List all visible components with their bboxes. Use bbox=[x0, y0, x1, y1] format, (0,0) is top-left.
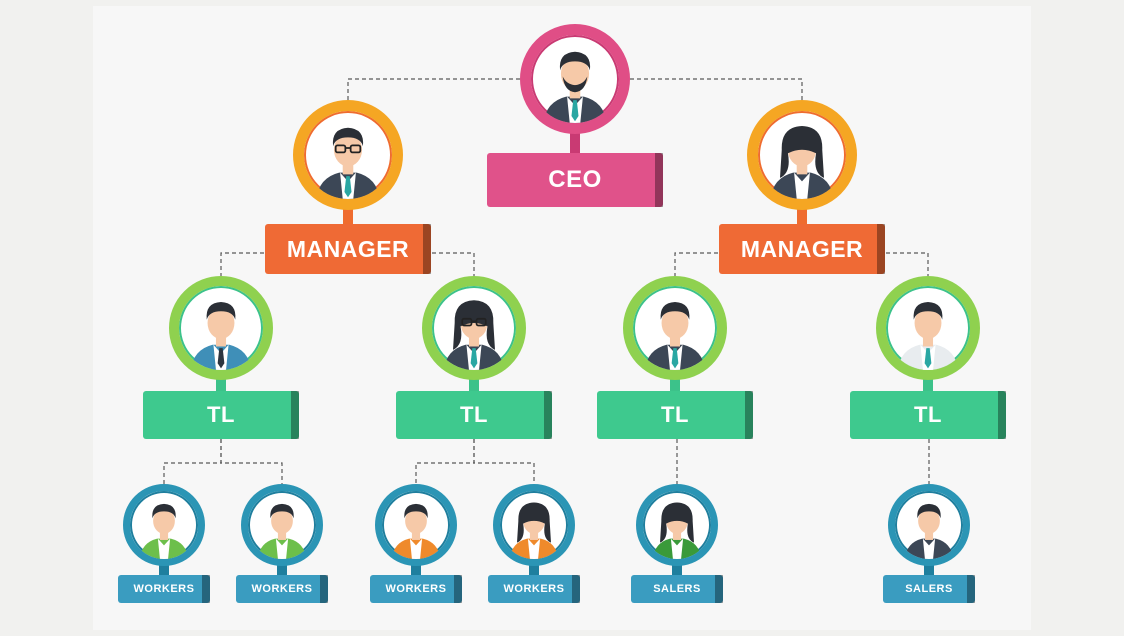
avatar-stem bbox=[343, 206, 353, 224]
node-label-text: WORKERS bbox=[503, 583, 565, 595]
node-label-text: TL bbox=[460, 402, 488, 427]
node-label-text: WORKERS bbox=[133, 583, 195, 595]
node-label-text: SALERS bbox=[653, 583, 701, 595]
avatar bbox=[623, 276, 727, 380]
node-label-text: SALERS bbox=[905, 583, 953, 595]
edge-ceo-to-manager-right bbox=[630, 78, 803, 100]
node-label-text: TL bbox=[914, 402, 942, 427]
node-label: SALERS bbox=[883, 575, 975, 603]
avatar-stem bbox=[159, 562, 169, 575]
node-label-text: MANAGER bbox=[740, 235, 864, 262]
avatar-stem bbox=[529, 562, 539, 575]
avatar bbox=[636, 484, 718, 566]
node-label: CEO bbox=[487, 153, 663, 207]
node-label: TL bbox=[597, 391, 753, 439]
avatar-stem bbox=[216, 376, 226, 391]
node-label: TL bbox=[143, 391, 299, 439]
avatar bbox=[123, 484, 205, 566]
avatar bbox=[520, 24, 630, 134]
avatar bbox=[241, 484, 323, 566]
edge-tl-2-to-worker-3 bbox=[415, 439, 475, 484]
node-label: TL bbox=[396, 391, 552, 439]
node-label-text: MANAGER bbox=[286, 235, 410, 262]
avatar bbox=[375, 484, 457, 566]
avatar-stem bbox=[672, 562, 682, 575]
avatar bbox=[888, 484, 970, 566]
node-label-text: WORKERS bbox=[251, 583, 313, 595]
node-label-text: TL bbox=[207, 402, 235, 427]
edge-tl-1-to-worker-2 bbox=[220, 439, 283, 484]
node-label-text: CEO bbox=[548, 166, 602, 193]
edge-ceo-to-manager-left bbox=[347, 78, 520, 100]
avatar bbox=[293, 100, 403, 210]
avatar-stem bbox=[924, 562, 934, 575]
avatar-stem bbox=[797, 206, 807, 224]
avatar bbox=[422, 276, 526, 380]
node-label: WORKERS bbox=[370, 575, 462, 603]
avatar bbox=[876, 276, 980, 380]
node-label: WORKERS bbox=[236, 575, 328, 603]
avatar bbox=[493, 484, 575, 566]
avatar-stem bbox=[670, 376, 680, 391]
avatar bbox=[169, 276, 273, 380]
node-label: MANAGER bbox=[719, 224, 885, 274]
node-label: MANAGER bbox=[265, 224, 431, 274]
avatar-stem bbox=[469, 376, 479, 391]
edge-tl-1-to-worker-1 bbox=[163, 439, 222, 484]
avatar-stem bbox=[570, 130, 580, 153]
node-label: SALERS bbox=[631, 575, 723, 603]
node-label: WORKERS bbox=[118, 575, 210, 603]
node-label: WORKERS bbox=[488, 575, 580, 603]
avatar-stem bbox=[411, 562, 421, 575]
node-label: TL bbox=[850, 391, 1006, 439]
avatar-stem bbox=[277, 562, 287, 575]
node-label-text: TL bbox=[661, 402, 689, 427]
node-label-text: WORKERS bbox=[385, 583, 447, 595]
avatar bbox=[747, 100, 857, 210]
edge-tl-2-to-worker-4 bbox=[473, 439, 535, 484]
avatar-stem bbox=[923, 376, 933, 391]
